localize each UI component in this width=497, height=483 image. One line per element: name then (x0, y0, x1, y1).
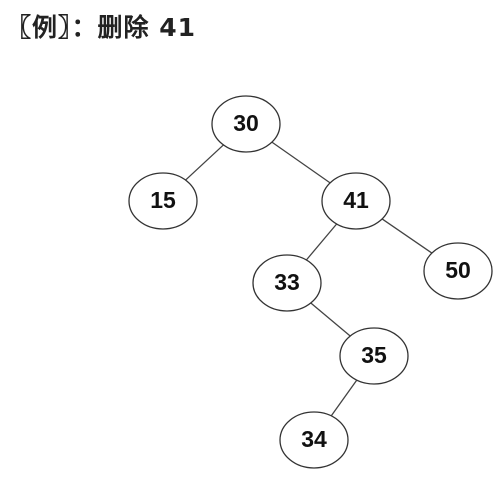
node-ellipse (128, 172, 198, 230)
node-ellipse (321, 172, 391, 230)
tree-edges (185, 141, 433, 417)
node-ellipse (211, 95, 281, 153)
edge-n41-n33 (305, 223, 338, 261)
node-label: 33 (274, 269, 300, 295)
node-ellipse (339, 327, 409, 385)
tree-node-50: 50 (423, 242, 493, 300)
page-title: 〖例〗：删除 41 (6, 13, 196, 42)
node-label: 15 (150, 187, 176, 213)
node-ellipse (423, 242, 493, 300)
node-label: 30 (233, 110, 259, 136)
tree-node-30: 30 (211, 95, 281, 153)
edge-n35-n34 (330, 379, 358, 417)
tree-node-41: 41 (321, 172, 391, 230)
tree-node-33: 33 (252, 254, 322, 312)
node-label: 35 (361, 342, 387, 368)
node-label: 50 (445, 257, 471, 283)
tree-node-34: 34 (279, 411, 349, 469)
edge-n30-n15 (185, 144, 224, 181)
edge-n30-n41 (271, 141, 331, 184)
edge-n33-n35 (310, 302, 351, 337)
node-ellipse (279, 411, 349, 469)
tree-node-15: 15 (128, 172, 198, 230)
node-label: 34 (301, 426, 327, 452)
tree-node-35: 35 (339, 327, 409, 385)
tree-nodes: 30 15 41 33 50 35 34 (128, 95, 493, 469)
node-ellipse (252, 254, 322, 312)
edge-n41-n50 (381, 218, 433, 254)
node-label: 41 (343, 187, 369, 213)
